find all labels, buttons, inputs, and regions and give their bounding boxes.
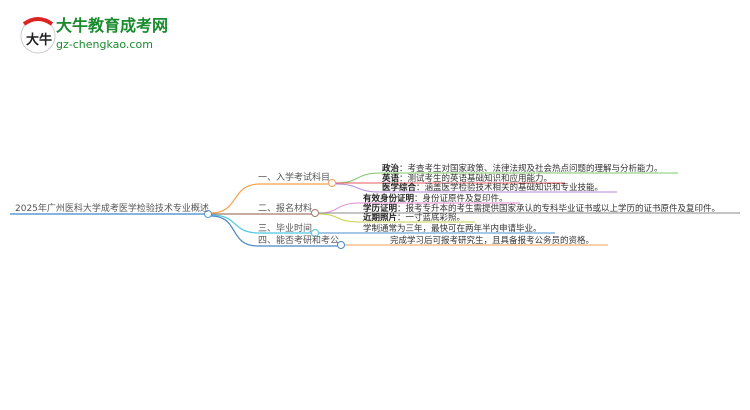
branch-3-handle[interactable] xyxy=(311,229,319,237)
branch-2-handle[interactable] xyxy=(311,209,319,217)
leaf-key: 近期照片 xyxy=(363,212,397,223)
leaf-text: ：涵盖医学检验技术相关的基础知识和专业技能。 xyxy=(416,182,603,193)
leaf-photo[interactable]: 近期照片：一寸蓝底彩照。 xyxy=(363,212,465,223)
logo-title: 大牛教育成考网 xyxy=(56,16,168,35)
branch-1-handle[interactable] xyxy=(328,179,336,187)
leaf-id[interactable]: 有效身份证明：身份证原件及复印件。 xyxy=(363,193,508,204)
leaf-further-study[interactable]: 完成学习后可报考研究生，且具备报考公务员的资格。 xyxy=(390,235,594,246)
root-node[interactable]: 2025年广州医科大学成考医学检验技术专业概述 xyxy=(15,202,209,214)
branch-4-line xyxy=(210,215,338,247)
logo-arc-icon xyxy=(22,17,54,26)
leaf-line xyxy=(335,183,617,193)
leaf-education[interactable]: 学历证明：报考专升本的考生需提供国家承认的专科毕业证书或以上学历的证书原件及复印… xyxy=(363,203,720,214)
logo-url: gz-chengkao.com xyxy=(56,38,153,51)
leaf-key: 政治 xyxy=(382,163,400,174)
logo-badge-text: 大牛 xyxy=(26,32,52,48)
leaf-text: ：身份证原件及复印件。 xyxy=(414,193,508,204)
leaf-text: ：一寸蓝底彩照。 xyxy=(397,212,465,223)
root-node-handle[interactable] xyxy=(204,210,212,218)
leaf-key: 学历证明 xyxy=(363,203,398,214)
leaf-politics[interactable]: 政治：考查考生对国家政策、法律法规及社会热点问题的理解与分析能力。 xyxy=(382,163,663,174)
leaf-text: ：报考专升本的考生需提供国家承认的专科毕业证书或以上学历的证书原件及复印件。 xyxy=(397,203,720,214)
branch-1[interactable]: 一、入学考试科目 xyxy=(258,171,330,183)
leaf-medical[interactable]: 医学综合：涵盖医学检验技术相关的基础知识和专业技能。 xyxy=(382,182,603,193)
logo: 大牛 大牛教育成考网 gz-chengkao.com xyxy=(20,16,168,54)
branch-3[interactable]: 三、毕业时间 xyxy=(258,222,312,234)
leaf-text: ：测试考生的英语基础知识和应用能力。 xyxy=(399,173,552,184)
leaf-key: 有效身份证明 xyxy=(363,193,415,204)
leaf-key: 英语 xyxy=(381,173,400,184)
branch-1-line xyxy=(210,183,329,214)
leaf-english[interactable]: 英语：测试考生的英语基础知识和应用能力。 xyxy=(381,173,552,184)
leaf-line xyxy=(318,213,475,223)
branch-2[interactable]: 二、报名材料 xyxy=(258,202,312,214)
branch-4[interactable]: 四、能否考研和考公 xyxy=(258,234,339,246)
leaf-graduation[interactable]: 学制通常为三年，最快可在两年半内申请毕业。 xyxy=(363,223,542,234)
connectors xyxy=(10,172,740,249)
leaf-key: 医学综合 xyxy=(382,182,417,193)
branch-4-handle[interactable] xyxy=(337,241,345,249)
leaf-text: ：考查考生对国家政策、法律法规及社会热点问题的理解与分析能力。 xyxy=(399,163,663,174)
branch-3-line xyxy=(210,214,312,234)
